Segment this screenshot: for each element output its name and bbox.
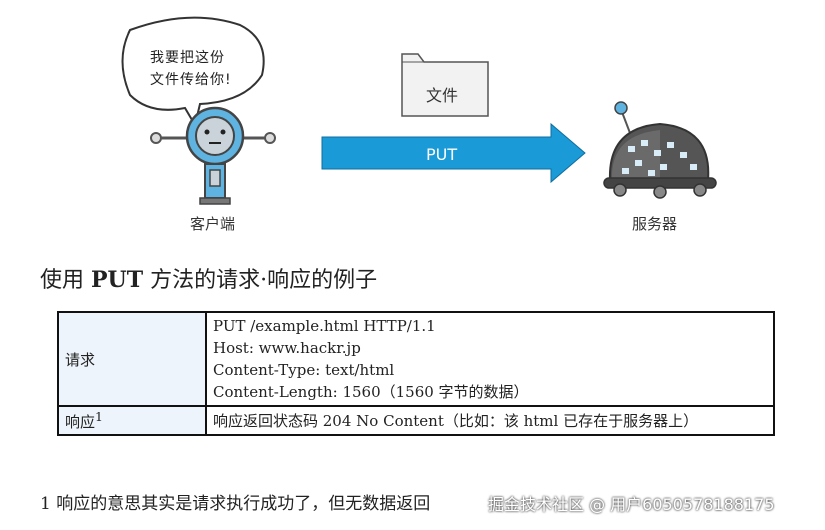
table-row: 请求 PUT /example.html HTTP/1.1 Host: www.… bbox=[57, 311, 775, 407]
watermark: 掘金技术社区 @ 用户6050578188175 bbox=[488, 495, 775, 514]
illustration bbox=[121, 16, 717, 205]
request-value: PUT /example.html HTTP/1.1 Host: www.hac… bbox=[205, 311, 775, 407]
table-row: 响应1 响应返回状态码 204 No Content（比如：该 html 已存在… bbox=[57, 405, 775, 436]
request-line: Content-Length: 1560（1560 字节的数据） bbox=[213, 383, 529, 401]
server-label: 服务器 bbox=[632, 215, 678, 233]
client-robot-icon bbox=[150, 106, 276, 205]
request-response-table: 请求 PUT /example.html HTTP/1.1 Host: www.… bbox=[57, 311, 775, 436]
file-label: 文件 bbox=[426, 86, 459, 105]
speech-bubble bbox=[121, 16, 265, 128]
bubble-text-line2: 文件传给你! bbox=[150, 72, 232, 88]
request-line: Host: www.hackr.jp bbox=[213, 339, 361, 357]
footnote-marker: 1 bbox=[95, 409, 103, 424]
server-robot-icon bbox=[603, 101, 717, 199]
put-arrow-label: PUT bbox=[426, 145, 458, 164]
request-line: Content-Type: text/html bbox=[213, 361, 395, 379]
response-label-text: 响应 bbox=[65, 413, 96, 431]
request-label: 请求 bbox=[57, 311, 207, 407]
footnote: 1 响应的意思其实是请求执行成功了，但无数据返回 bbox=[40, 494, 431, 514]
file-icon bbox=[401, 53, 489, 117]
title-prefix: 使用 bbox=[40, 268, 91, 293]
response-label: 响应1 bbox=[57, 405, 207, 436]
title-suffix: 方法的请求·响应的例子 bbox=[143, 268, 378, 293]
response-value: 响应返回状态码 204 No Content（比如：该 html 已存在于服务器… bbox=[205, 405, 775, 436]
client-label: 客户端 bbox=[190, 215, 236, 233]
put-arrow bbox=[321, 122, 586, 184]
page-title: 使用 PUT 方法的请求·响应的例子 bbox=[40, 262, 377, 294]
request-line: PUT /example.html HTTP/1.1 bbox=[213, 317, 436, 335]
title-method: PUT bbox=[91, 267, 144, 293]
bubble-text-line1: 我要把这份 bbox=[150, 50, 225, 66]
